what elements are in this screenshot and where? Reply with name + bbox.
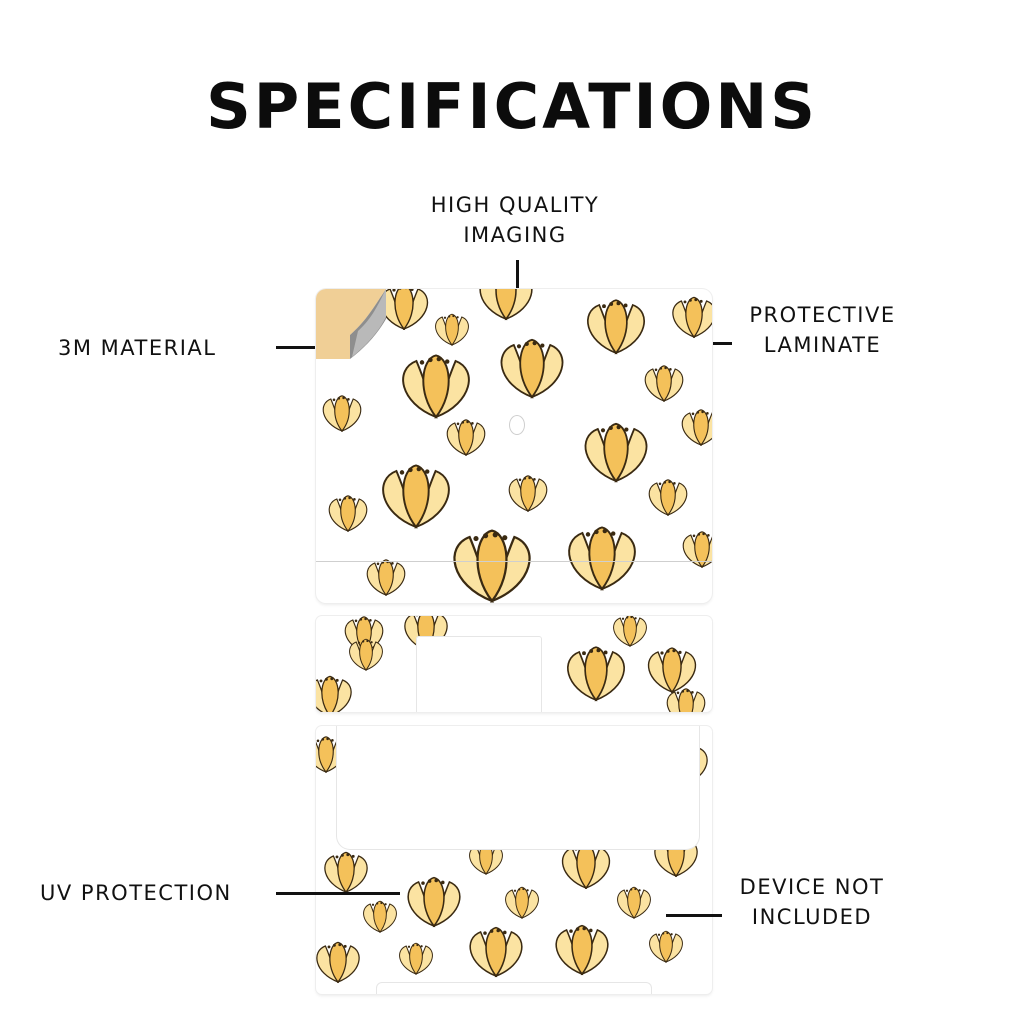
flower-icon	[435, 313, 469, 346]
flower-icon	[349, 638, 383, 671]
flower-icon	[649, 930, 683, 963]
flower-icon	[407, 876, 461, 928]
flower-icon	[402, 354, 470, 419]
label-protective-laminate: PROTECTIVE LAMINATE	[735, 300, 910, 360]
label-line-1: HIGH QUALITY	[430, 193, 600, 217]
skin-panel-palmrest-top	[316, 616, 712, 712]
flower-icon	[324, 851, 368, 894]
keyboard-cutout	[336, 726, 700, 850]
label-line-2: IMAGING	[463, 223, 567, 247]
label-3m-material: 3M MATERIAL	[58, 336, 217, 360]
flower-icon	[584, 422, 648, 483]
flower-icon	[322, 395, 362, 432]
flower-icon	[328, 495, 368, 532]
flower-icon	[613, 616, 647, 647]
flower-icon	[379, 289, 429, 331]
flower-icon	[316, 941, 360, 984]
flower-icon	[648, 479, 688, 516]
label-device-not-included: DEVICE NOT INCLUDED	[712, 872, 912, 932]
page-title: SPECIFICATIONS	[206, 70, 818, 143]
skin-panel-lid	[316, 289, 712, 603]
flower-icon	[644, 365, 684, 402]
flower-icon	[500, 338, 564, 399]
label-uv-protection: UV PROTECTION	[40, 881, 232, 905]
flower-icon	[647, 647, 697, 694]
flower-icon	[446, 419, 486, 456]
flower-icon	[469, 926, 523, 978]
skin-panel-base	[316, 726, 712, 994]
flower-icon	[366, 559, 406, 596]
flower-icon	[681, 409, 712, 446]
panel-cutout	[416, 636, 542, 712]
label-line-1: PROTECTIVE	[749, 303, 896, 327]
flower-icon	[555, 924, 609, 976]
flower-icon	[316, 675, 352, 712]
label-line-2: INCLUDED	[751, 905, 873, 929]
flower-icon	[363, 900, 397, 933]
flower-icon	[479, 289, 533, 321]
flower-icon	[561, 843, 611, 890]
flower-icon	[586, 299, 646, 355]
flower-icon	[382, 464, 450, 529]
flower-icon	[568, 526, 636, 591]
flower-icon	[682, 531, 712, 568]
flower-icon	[508, 475, 548, 512]
flower-icon	[666, 688, 706, 712]
flower-icon	[617, 886, 651, 919]
flower-icon	[505, 886, 539, 919]
flower-pattern	[322, 289, 712, 603]
peel-corner-icon	[316, 289, 386, 359]
label-high-quality-imaging: HIGH QUALITY IMAGING	[400, 190, 630, 250]
label-line-2: LAMINATE	[763, 333, 882, 357]
callout-line-device	[666, 914, 722, 917]
label-line-1: DEVICE NOT	[739, 875, 885, 899]
flower-icon	[399, 942, 433, 975]
callout-line-material	[276, 346, 348, 349]
flower-icon	[566, 646, 626, 702]
flower-icon	[672, 296, 712, 339]
logo-cutout	[509, 415, 525, 435]
callout-line-uv	[276, 892, 400, 895]
bottom-notch	[376, 982, 652, 994]
flower-icon	[453, 529, 531, 603]
lid-divider-line	[316, 561, 712, 562]
